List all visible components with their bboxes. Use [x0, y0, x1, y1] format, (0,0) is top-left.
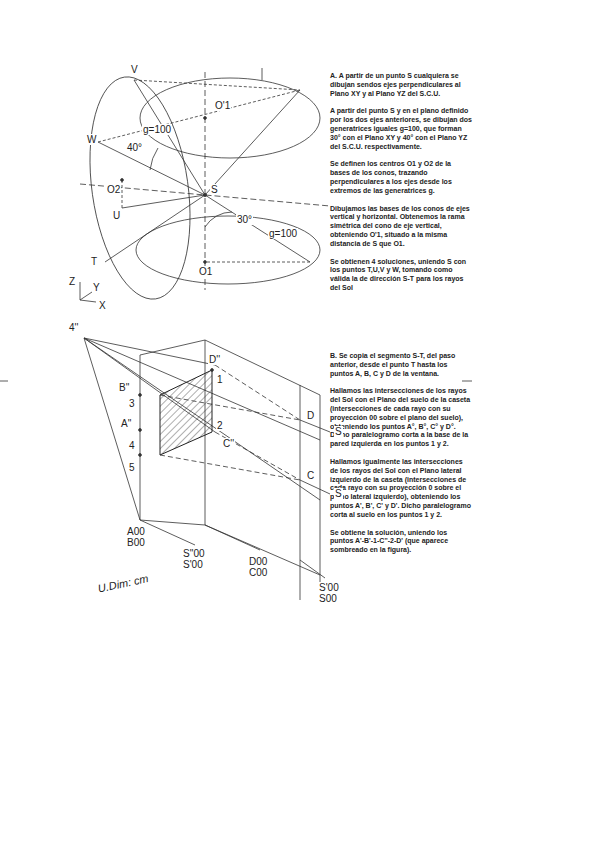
point-label: D'' — [208, 354, 221, 365]
drawing-stroke — [462, 381, 472, 382]
note-paragraph: Dibujamos las bases de los conos de ejes… — [330, 205, 472, 249]
point-label: 4 — [128, 440, 136, 451]
drawing-stroke — [0, 381, 8, 382]
drawing-stroke — [215, 365, 300, 420]
point-label: C00 — [248, 567, 268, 578]
point-label: B00 — [126, 537, 146, 548]
note-paragraph: Se obtiene la solución, uniendo los punt… — [330, 529, 472, 555]
point-label: S — [210, 184, 219, 195]
point-label: g=100 — [142, 124, 172, 135]
drawing-stroke — [139, 454, 142, 457]
point-label: 2 — [216, 420, 224, 431]
point-label: X — [98, 300, 107, 311]
point-label: 5 — [128, 462, 136, 473]
point-label: D00 — [248, 556, 268, 567]
drawing-stroke — [122, 180, 123, 208]
drawing-stroke — [160, 370, 212, 455]
drawing-stroke — [139, 429, 142, 432]
drawing-stroke — [262, 68, 263, 80]
point-label: S — [334, 426, 343, 437]
point-label: 1 — [216, 374, 224, 385]
drawing-stroke — [205, 72, 206, 290]
point-label: B'' — [118, 382, 131, 393]
note-paragraph: A. A partir de un punto S cualquiera se … — [330, 72, 472, 98]
drawing-stroke — [139, 394, 142, 397]
point-label: T — [90, 256, 98, 267]
drawing-stroke — [320, 395, 321, 600]
point-label: A00 — [126, 526, 146, 537]
part-b-drawing — [84, 338, 330, 600]
drawing-stroke — [134, 80, 300, 90]
drawing-stroke — [160, 455, 300, 480]
drawing-stroke — [98, 90, 300, 142]
part-a-drawing — [0, 68, 472, 381]
drawing-stroke — [300, 420, 330, 432]
note-paragraph: Se definen los centros O1 y O2 de la bas… — [330, 160, 472, 195]
drawing-stroke — [205, 340, 320, 395]
point-label: O2 — [106, 184, 121, 195]
point-label: Y — [92, 282, 101, 293]
point-label: C'' — [222, 438, 235, 449]
drawing-stroke — [84, 338, 320, 500]
drawing-stroke — [204, 261, 207, 264]
point-label: 40° — [126, 142, 143, 153]
drawing-stroke — [80, 282, 81, 300]
point-label: 3 — [128, 398, 136, 409]
drawing-stroke — [205, 525, 260, 550]
dimension-unit: U.Dim: cm — [96, 573, 150, 595]
drawing-stroke — [140, 340, 205, 355]
drawing-stroke — [140, 355, 141, 520]
drawing-stroke — [205, 262, 310, 263]
note-paragraph: Hallamos las intersecciones de los rayos… — [330, 387, 472, 449]
drawing-stroke — [300, 385, 301, 600]
drawing-stroke — [80, 300, 96, 302]
point-label: 30° — [236, 214, 253, 225]
point-label: g=100 — [268, 228, 298, 239]
drawing-stroke — [77, 70, 203, 305]
point-label: S00 — [318, 593, 338, 604]
drawing-stroke — [211, 369, 214, 372]
point-label: Z — [68, 276, 76, 287]
drawing-stroke — [80, 292, 92, 300]
drawing-stroke — [105, 195, 205, 262]
drawing-stroke — [140, 78, 320, 158]
point-label: S'00 — [182, 559, 204, 570]
point-label: S'00 — [318, 582, 340, 593]
point-label: D — [306, 410, 315, 421]
point-label: V — [130, 64, 139, 75]
drawing-stroke — [122, 195, 205, 208]
drawing-stroke — [300, 480, 330, 494]
drawing-stroke — [205, 212, 232, 227]
drawing-stroke — [150, 148, 158, 170]
point-label: O'1 — [214, 100, 231, 111]
note-paragraph: Hallamos igualmente las intersecciones d… — [330, 458, 472, 520]
point-label: S''00 — [182, 548, 206, 559]
drawing-stroke — [136, 216, 320, 284]
drawing-stroke — [205, 90, 300, 195]
drawing-stroke — [300, 560, 325, 578]
point-label: U — [112, 210, 121, 221]
note-paragraph: B. Se copia el segmento S-T, del paso an… — [330, 352, 472, 378]
drawing-stroke — [98, 142, 205, 195]
drawing-stroke — [205, 195, 310, 262]
drawing-stroke — [84, 338, 140, 520]
drawing-stroke — [80, 184, 330, 206]
point-label: C — [306, 470, 315, 481]
point-label: W — [86, 134, 97, 145]
drawing-stroke — [140, 520, 195, 545]
drawing-stroke — [121, 179, 124, 182]
drawing-stroke — [204, 117, 207, 120]
note-paragraph: A partir del punto S y en el plano defin… — [330, 107, 472, 151]
point-label: 4'' — [68, 322, 79, 333]
note-paragraph: Se obtienen 4 soluciones, uniendo S con … — [330, 258, 472, 293]
point-label: O1 — [198, 266, 213, 277]
drawing-stroke — [203, 193, 206, 196]
point-label: A'' — [120, 418, 133, 429]
point-label: S — [334, 488, 343, 499]
